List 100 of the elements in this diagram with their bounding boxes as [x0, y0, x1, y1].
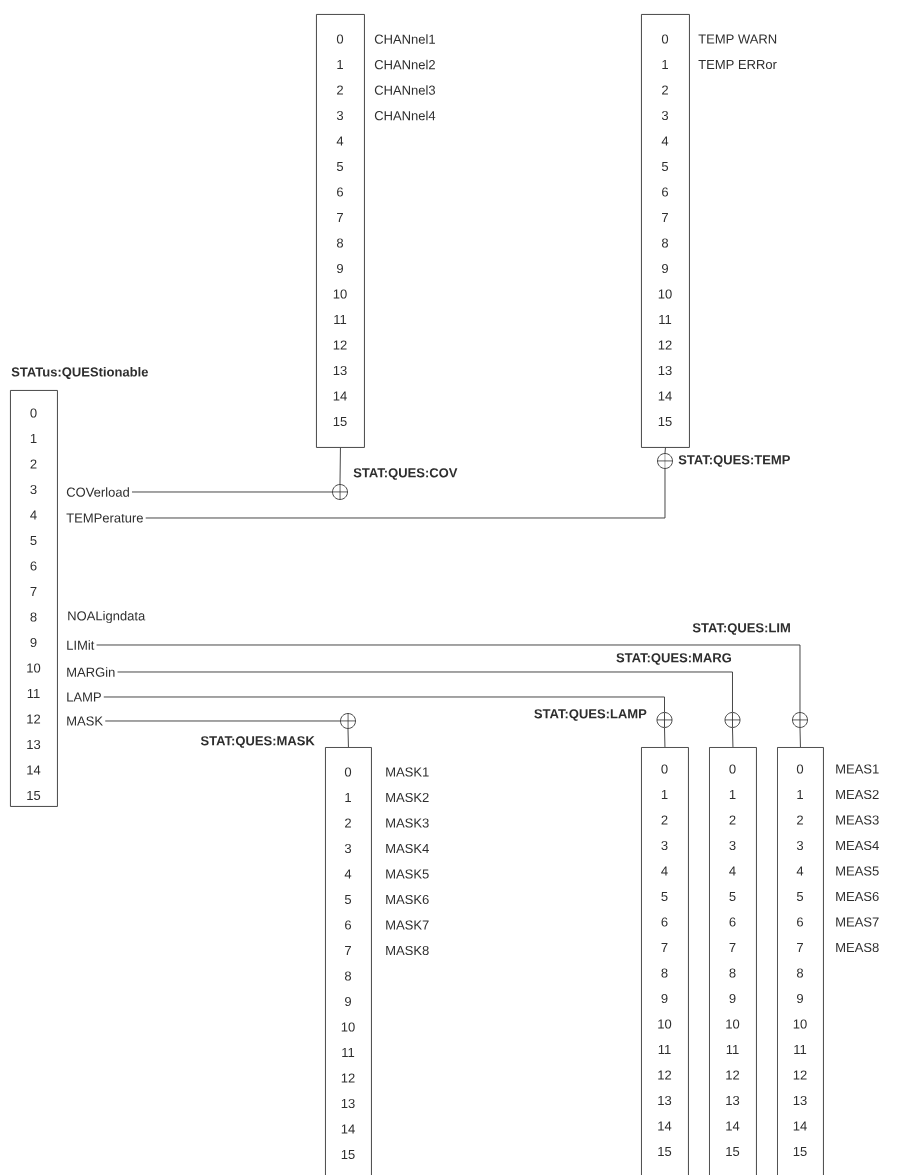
bit-number: 1 — [729, 790, 736, 799]
connector-line — [145, 468, 666, 519]
bit-number: 10 — [27, 663, 41, 673]
connector-line — [799, 727, 801, 748]
bit-number: 10 — [726, 1019, 740, 1029]
bit-number: 7 — [30, 587, 37, 596]
bit-number: 6 — [661, 917, 668, 927]
bit-number: 8 — [30, 612, 37, 622]
bit-number: 6 — [30, 561, 37, 571]
bit-number: 3 — [344, 843, 352, 854]
bit-number: 4 — [30, 510, 37, 520]
bit-name: LIMit — [67, 640, 95, 650]
bit-name: TEMPerature — [66, 513, 143, 523]
bit-number: 13 — [341, 1098, 355, 1109]
bit-number: 2 — [729, 815, 736, 825]
connector-line — [664, 727, 666, 748]
bit-number: 10 — [793, 1019, 807, 1029]
bit-number: 4 — [796, 866, 804, 876]
bit-number: 13 — [726, 1095, 740, 1106]
bit-number: 0 — [661, 34, 669, 44]
bit-number: 5 — [729, 891, 736, 902]
bit-name: TEMP WARN — [698, 34, 777, 44]
bit-name: CHANnel1 — [374, 34, 435, 44]
bit-number: 14 — [333, 391, 347, 401]
bit-number: 4 — [344, 869, 352, 879]
bit-number: 7 — [662, 213, 668, 222]
bit-number: 8 — [796, 968, 804, 978]
bit-name: MEAS6 — [836, 891, 879, 902]
bit-number: 6 — [345, 920, 352, 930]
bit-number: 9 — [729, 993, 736, 1004]
bit-number: 15 — [658, 416, 672, 427]
bit-name: MEAS4 — [836, 840, 879, 851]
bit-number: 0 — [336, 34, 344, 44]
bit-number: 6 — [337, 187, 344, 197]
bit-number: 12 — [341, 1073, 355, 1083]
bit-number: 7 — [661, 943, 668, 952]
bit-name: LAMP — [67, 692, 101, 702]
bit-number: 3 — [729, 840, 736, 851]
connector-line — [104, 720, 341, 722]
bit-number: 12 — [658, 340, 672, 350]
bit-name: MEAS3 — [836, 815, 879, 825]
bit-number: 1 — [30, 434, 37, 443]
bit-name: MASK — [67, 716, 103, 726]
bit-number: 3 — [336, 110, 344, 121]
bit-number: 14 — [27, 765, 41, 775]
bit-number: 15 — [341, 1149, 355, 1160]
connector-line — [732, 727, 734, 748]
bit-number: 1 — [345, 793, 351, 802]
connector-line — [96, 644, 801, 713]
bit-number: 5 — [661, 161, 669, 172]
connector-line — [117, 671, 733, 713]
bit-name: MEAS2 — [836, 789, 879, 800]
bit-number: 11 — [334, 315, 347, 324]
bit-number: 9 — [345, 996, 351, 1007]
summation-circle — [792, 712, 808, 728]
bit-name: CHANnel3 — [374, 85, 436, 95]
bit-number: 9 — [30, 637, 37, 648]
bit-name: NOALigndata — [68, 610, 146, 624]
bit-number: 4 — [661, 136, 669, 146]
bit-number: 12 — [726, 1070, 740, 1080]
bit-number: 14 — [658, 1121, 672, 1131]
bit-number: 1 — [797, 790, 803, 799]
bit-number: 15 — [333, 416, 347, 427]
bit-number: 5 — [796, 891, 804, 902]
bit-number: 5 — [336, 161, 344, 172]
bit-number: 2 — [30, 459, 37, 469]
bit-name: MASK5 — [386, 869, 429, 879]
bit-number: 3 — [30, 484, 37, 495]
bit-name: MARGin — [67, 667, 115, 677]
bit-number: 4 — [729, 866, 736, 876]
bit-name: MEAS5 — [836, 866, 879, 876]
bit-number: 3 — [661, 110, 669, 121]
bit-number: 2 — [337, 85, 343, 95]
register-label: STAT:QUES:TEMP — [678, 455, 790, 467]
bit-number: 0 — [344, 767, 352, 777]
bit-number: 14 — [658, 391, 672, 401]
bit-number: 8 — [729, 968, 736, 978]
bit-name: MASK3 — [386, 818, 429, 828]
bit-number: 8 — [344, 971, 352, 981]
bit-number: 1 — [662, 60, 668, 69]
bit-number: 4 — [661, 866, 668, 876]
bit-name: CHANnel4 — [374, 110, 436, 121]
bit-number: 15 — [27, 790, 41, 801]
bit-number: 11 — [27, 689, 40, 698]
bit-number: 11 — [659, 315, 672, 324]
summation-circle — [340, 713, 356, 729]
bit-number: 13 — [793, 1095, 807, 1106]
bit-number: 14 — [726, 1121, 740, 1131]
bit-number: 0 — [729, 764, 736, 774]
bit-number: 1 — [661, 790, 668, 799]
bit-number: 13 — [658, 1095, 672, 1106]
bit-number: 9 — [797, 993, 803, 1004]
connector-line — [103, 696, 665, 713]
bit-number: 12 — [27, 714, 41, 724]
bit-number: 5 — [30, 535, 37, 546]
bit-name: MEAS1 — [836, 764, 879, 774]
bit-number: 11 — [658, 1045, 671, 1054]
bit-number: 11 — [726, 1045, 739, 1054]
bit-number: 3 — [661, 840, 668, 851]
bit-name: MASK7 — [386, 920, 429, 930]
